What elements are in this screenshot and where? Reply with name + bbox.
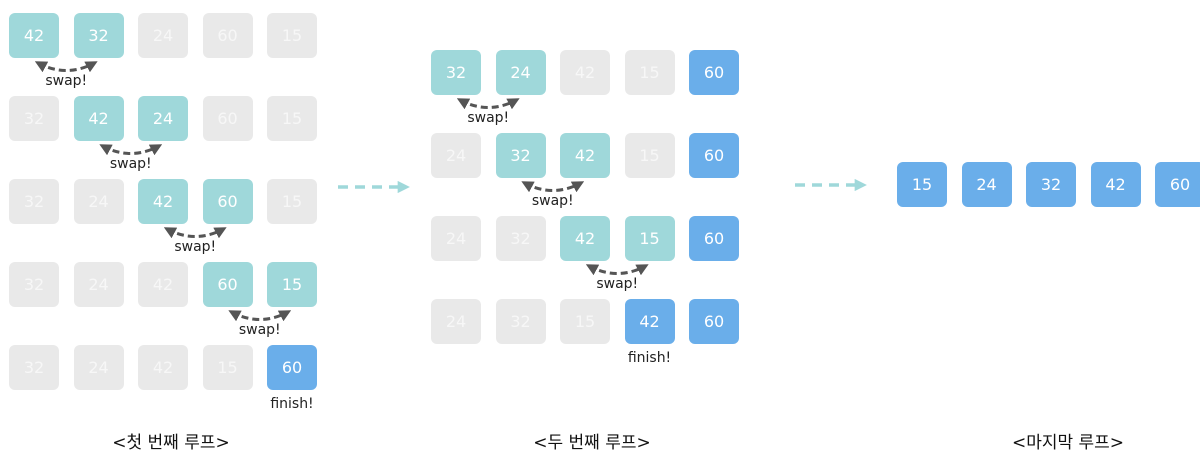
number-box: 42 <box>560 50 610 95</box>
number-box: 24 <box>961 162 1012 207</box>
number-box: 24 <box>431 216 481 261</box>
number-box: 42 <box>73 96 124 141</box>
number-box: 15 <box>267 96 317 141</box>
swap-arrow <box>228 310 292 322</box>
number-box: 24 <box>138 13 188 58</box>
number-box: 60 <box>689 216 739 261</box>
swap-label: swap! <box>174 239 217 255</box>
number-box: 32 <box>9 96 59 141</box>
number-box: 24 <box>73 262 124 307</box>
number-box: 42 <box>560 133 610 178</box>
number-box: 42 <box>1090 162 1141 207</box>
number-box: 42 <box>560 216 610 261</box>
swap-label: swap! <box>45 73 88 89</box>
number-box: 60 <box>267 345 317 390</box>
number-box: 60 <box>202 262 253 307</box>
number-box: 15 <box>202 345 253 390</box>
number-box: 24 <box>495 50 546 95</box>
number-box: 15 <box>267 262 317 307</box>
number-box: 60 <box>1155 162 1200 207</box>
number-box: 24 <box>431 299 481 344</box>
number-box: 15 <box>267 179 317 224</box>
number-box: 60 <box>202 13 253 58</box>
swap-arrow <box>585 264 649 276</box>
number-box: 32 <box>73 13 124 58</box>
number-box: 32 <box>9 179 59 224</box>
number-box: 60 <box>689 133 739 178</box>
swap-label: swap! <box>596 276 639 292</box>
number-box: 32 <box>9 345 59 390</box>
number-box: 15 <box>624 216 675 261</box>
number-box: 15 <box>624 50 675 95</box>
swap-arrow <box>99 144 163 156</box>
number-box: 32 <box>495 216 546 261</box>
swap-label: swap! <box>109 156 152 172</box>
swap-label: swap! <box>238 322 281 338</box>
number-box: 60 <box>689 299 739 344</box>
number-box: 42 <box>9 13 59 58</box>
number-box: 24 <box>73 179 124 224</box>
loop-caption: <두 번째 루프> <box>533 433 651 453</box>
swap-arrow <box>456 98 520 110</box>
number-box: 32 <box>495 133 546 178</box>
number-box: 42 <box>624 299 675 344</box>
number-box: 24 <box>73 345 124 390</box>
number-box: 42 <box>138 262 188 307</box>
number-box: 15 <box>267 13 317 58</box>
finish-label: finish! <box>627 350 672 366</box>
loop-caption: <마지막 루프> <box>1011 433 1125 453</box>
number-box: 60 <box>689 50 739 95</box>
swap-arrow <box>34 61 98 73</box>
finish-label: finish! <box>270 396 314 412</box>
number-box: 24 <box>431 133 481 178</box>
swap-arrow <box>521 181 585 193</box>
number-box: 32 <box>1026 162 1076 207</box>
number-box: 60 <box>202 96 253 141</box>
number-box: 15 <box>897 162 947 207</box>
number-box: 32 <box>9 262 59 307</box>
swap-arrow <box>163 227 227 239</box>
number-box: 15 <box>624 133 675 178</box>
number-box: 42 <box>138 179 188 224</box>
number-box: 60 <box>202 179 253 224</box>
number-box: 32 <box>495 299 546 344</box>
number-box: 15 <box>560 299 610 344</box>
number-box: 32 <box>431 50 481 95</box>
swap-label: swap! <box>467 110 510 126</box>
number-box: 24 <box>138 96 188 141</box>
loop-caption: <첫 번째 루프> <box>112 433 230 453</box>
number-box: 42 <box>138 345 188 390</box>
swap-label: swap! <box>531 193 574 209</box>
